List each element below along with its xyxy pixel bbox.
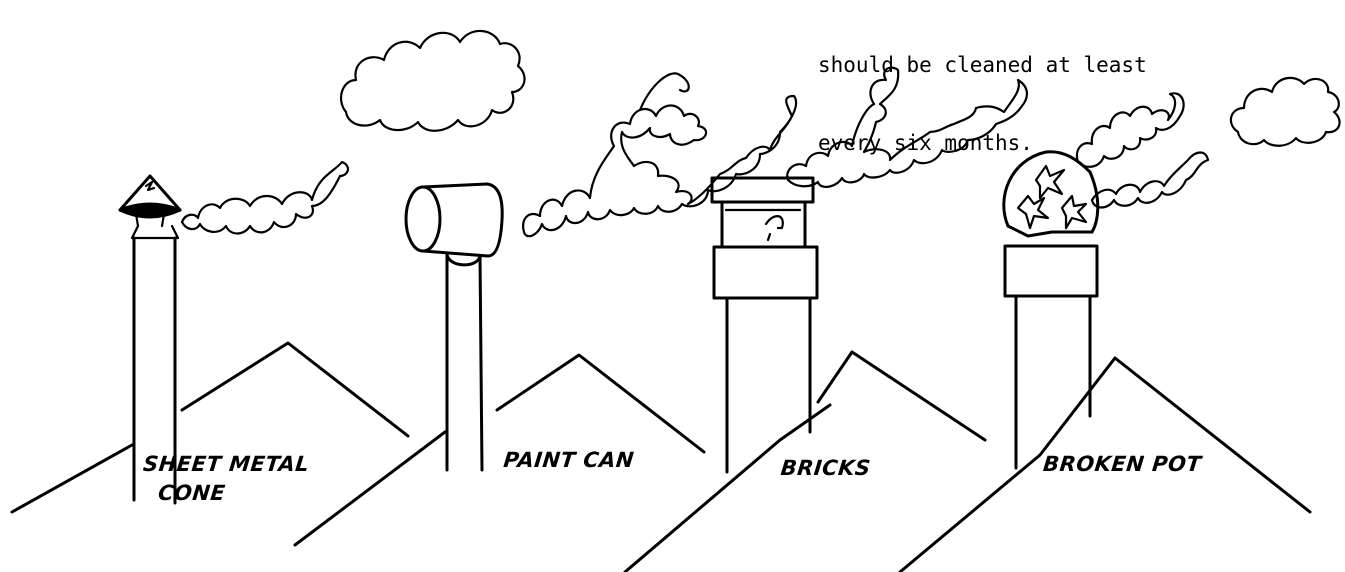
label-broken-pot: BROKEN POT: [1042, 451, 1204, 476]
bricks-stack: [727, 298, 810, 472]
crack-star-3: [1062, 196, 1086, 228]
bricks-band: [714, 247, 817, 298]
broken-pot-band: [1005, 246, 1097, 296]
chimney-bricks: [712, 68, 1027, 472]
chimney-paint-can: [406, 73, 796, 470]
paint-can-pipe: [447, 255, 482, 470]
label-sheet-metal: SHEET METAL: [142, 451, 311, 476]
bricks-icon: [712, 178, 813, 202]
label-bricks: BRICKS: [780, 455, 872, 480]
label-cone: CONE: [157, 480, 227, 505]
smoke-cloud-4: [787, 68, 1027, 187]
roof-front-2: [295, 432, 445, 545]
label-paint-can: PAINT CAN: [502, 447, 635, 472]
broken-pot-stack: [1016, 296, 1090, 468]
roof-front-1: [12, 445, 132, 512]
labels: SHEET METAL CONE PAINT CAN BRICKS BROKEN…: [142, 447, 1204, 505]
chimney-broken-pot: [1004, 78, 1340, 468]
smoke-cloud-5: [1077, 93, 1184, 166]
smoke-cloud-3: [523, 96, 796, 236]
chimney-sheet-metal-cone: [120, 31, 525, 503]
crack-star-2: [1018, 196, 1048, 228]
crack-star-1: [1036, 166, 1064, 198]
roof-back-1: [182, 343, 408, 436]
smoke-cloud-6: [1231, 78, 1340, 146]
smoke-cloud-2: [341, 31, 525, 131]
smoke-cloud-1: [182, 162, 348, 234]
paint-can-icon: [406, 187, 440, 251]
roof-back-3: [818, 352, 985, 440]
roof-back-2: [497, 355, 704, 452]
